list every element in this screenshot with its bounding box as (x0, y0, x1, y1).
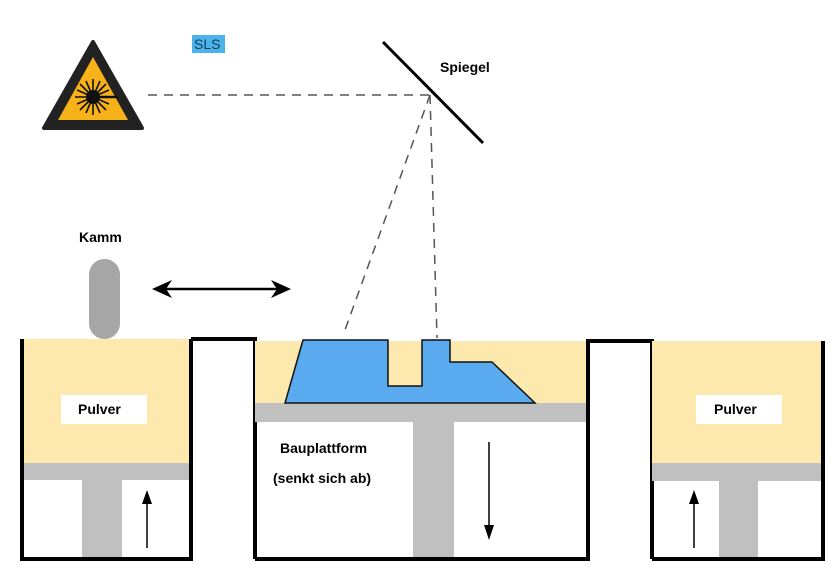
build-chamber (255, 339, 590, 561)
mirror-label: Spiegel (440, 59, 490, 75)
printed-part (284, 339, 537, 404)
sls-label-highlight (192, 35, 225, 53)
left-wall-divider (191, 337, 257, 559)
powder-label-left: Pulver (78, 401, 121, 417)
right-powder-chamber (652, 341, 825, 561)
right-wall-divider (588, 339, 654, 559)
left-powder-chamber (20, 339, 193, 561)
down-arrow-icon (484, 442, 494, 540)
comb-label: Kamm (79, 229, 122, 245)
powder-label-right: Pulver (714, 401, 757, 417)
laser-beam (148, 94, 438, 339)
comb-shape (89, 259, 120, 339)
sls-label: SLS (194, 36, 220, 52)
powder-label-right-box (696, 395, 782, 424)
double-arrow-icon (152, 280, 291, 298)
platform-label-line1: Bauplattform (280, 440, 367, 456)
up-arrow-icon (689, 490, 699, 548)
platform-label-line2: (senkt sich ab) (273, 470, 371, 486)
laser-warning-icon (42, 40, 144, 130)
up-arrow-icon (142, 490, 152, 548)
powder-label-left-box (61, 395, 147, 424)
mirror-line (381, 40, 485, 145)
